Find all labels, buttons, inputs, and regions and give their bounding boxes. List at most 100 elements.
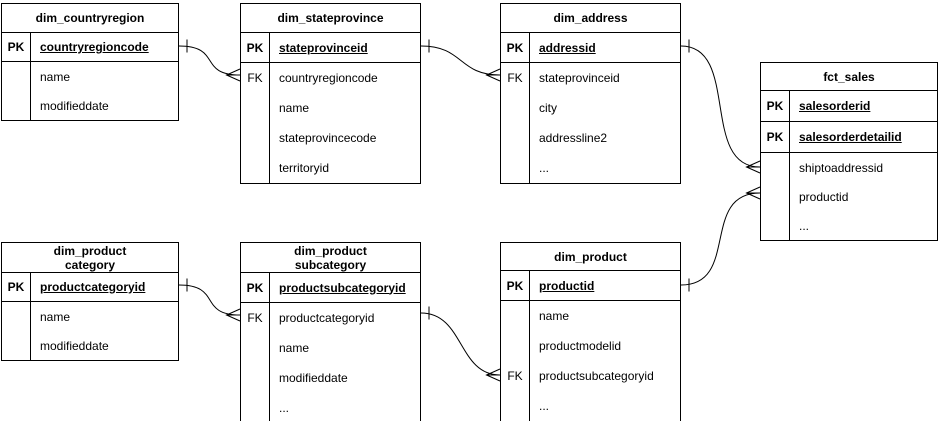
field-label: ... — [799, 218, 810, 233]
pk-badge: PK — [501, 33, 530, 62]
key-badge — [2, 91, 31, 120]
field-salesorderid: PK salesorderid — [761, 91, 937, 122]
field-addressid: PK addressid — [501, 33, 680, 63]
fk-badge: FK — [501, 63, 530, 93]
field-label: productsubcategoryid — [279, 280, 406, 295]
field-label: territoryid — [279, 161, 330, 175]
pk-badge: PK — [241, 273, 270, 302]
pk-badge: PK — [2, 273, 31, 301]
relationship-product-sales[interactable] — [680, 186, 761, 292]
entity-title: dim_product subcategory — [241, 243, 420, 273]
fk-badge: FK — [241, 303, 270, 333]
field-name: name — [241, 333, 420, 363]
field-stateprovincecode: stateprovincecode — [241, 123, 420, 153]
field-label: ... — [279, 401, 290, 415]
field-label: name — [40, 69, 71, 84]
crow-foot — [225, 308, 241, 322]
key-badge — [501, 331, 530, 361]
pk-badge: PK — [761, 91, 790, 121]
crow-foot — [745, 186, 761, 200]
field-label: countryregioncode — [279, 71, 378, 85]
crow-foot — [485, 368, 501, 382]
field-label: name — [40, 309, 71, 324]
key-badge — [501, 93, 530, 123]
field-label: ... — [539, 161, 550, 175]
pk-badge: PK — [761, 122, 790, 152]
field-label: productcategoryid — [40, 280, 146, 294]
field-label: productid — [539, 278, 595, 293]
relationship-address-sales[interactable] — [680, 39, 761, 174]
relationship-category-subcategory[interactable] — [178, 278, 241, 322]
field-label: modifieddate — [40, 338, 109, 353]
entity-dim-product[interactable]: dim_product PK productid name productmod… — [500, 242, 681, 421]
entity-title: dim_address — [501, 4, 680, 33]
key-badge — [241, 333, 270, 363]
entity-title: dim_stateprovince — [241, 4, 420, 33]
key-badge — [761, 182, 790, 211]
field-label: name — [279, 341, 310, 355]
key-badge — [2, 62, 31, 91]
entity-dim-product-subcategory[interactable]: dim_product subcategory PK productsubcat… — [240, 242, 421, 421]
key-badge — [241, 123, 270, 153]
field-label: stateprovincecode — [279, 131, 377, 145]
entity-dim-countryregion[interactable]: dim_countryregion PK countryregioncode n… — [1, 3, 179, 121]
field-shiptoaddressid: shiptoaddressid — [761, 153, 937, 182]
field-label: productmodelid — [539, 339, 622, 353]
entity-dim-address[interactable]: dim_address PK addressid FK stateprovinc… — [500, 3, 681, 184]
field-label: name — [279, 101, 310, 115]
key-badge — [761, 153, 790, 182]
key-badge — [241, 393, 270, 421]
field-modifieddate: modifieddate — [241, 363, 420, 393]
field-label: productid — [799, 189, 849, 204]
field-label: stateprovinceid — [539, 71, 620, 85]
field-label: addressid — [539, 40, 596, 55]
field-ellipsis: ... — [501, 391, 680, 421]
field-name: name — [2, 62, 178, 91]
entity-title: fct_sales — [761, 63, 937, 91]
field-label: addressline2 — [539, 131, 608, 145]
field-label: salesorderid — [799, 99, 871, 113]
entity-dim-stateprovince[interactable]: dim_stateprovince PK stateprovinceid FK … — [240, 3, 421, 184]
field-modifieddate: modifieddate — [2, 331, 178, 360]
entity-title: dim_product — [501, 243, 680, 271]
field-name: name — [2, 302, 178, 331]
entity-dim-product-category[interactable]: dim_product category PK productcategoryi… — [1, 242, 179, 361]
field-productsubcategoryid: FK productsubcategoryid — [501, 361, 680, 391]
relationship-subcategory-product[interactable] — [420, 306, 501, 382]
field-label: city — [539, 101, 557, 115]
key-badge — [501, 301, 530, 331]
pk-badge: PK — [241, 33, 270, 62]
field-territoryid: territoryid — [241, 153, 420, 183]
key-badge — [2, 302, 31, 331]
field-addressline2: addressline2 — [501, 123, 680, 153]
key-badge — [241, 363, 270, 393]
field-name: name — [501, 301, 680, 331]
field-label: modifieddate — [40, 98, 109, 113]
field-productsubcategoryid: PK productsubcategoryid — [241, 273, 420, 303]
field-ellipsis: ... — [761, 211, 937, 240]
field-label: countryregioncode — [40, 40, 149, 54]
entity-fct-sales[interactable]: fct_sales PK salesorderid PK salesorderd… — [760, 62, 938, 241]
key-badge — [501, 391, 530, 421]
field-countryregioncode: FK countryregioncode — [241, 63, 420, 93]
field-productmodelid: productmodelid — [501, 331, 680, 361]
field-productcategoryid: FK productcategoryid — [241, 303, 420, 333]
field-productid: productid — [761, 182, 937, 211]
key-badge — [241, 93, 270, 123]
field-stateprovinceid: PK stateprovinceid — [241, 33, 420, 63]
relationship-countryregion-stateprovince[interactable] — [178, 39, 241, 82]
crow-foot — [485, 68, 501, 82]
field-productcategoryid: PK productcategoryid — [2, 273, 178, 302]
relationship-stateprovince-address[interactable] — [420, 39, 501, 82]
crow-foot — [745, 160, 761, 174]
crow-foot — [225, 68, 241, 82]
fk-badge: FK — [241, 63, 270, 93]
entity-title: dim_countryregion — [2, 4, 178, 33]
fk-badge: FK — [501, 361, 530, 391]
key-badge — [501, 153, 530, 183]
field-label: name — [539, 309, 570, 323]
field-productid: PK productid — [501, 271, 680, 301]
field-countryregioncode: PK countryregioncode — [2, 33, 178, 62]
entity-title: dim_product category — [2, 243, 178, 273]
